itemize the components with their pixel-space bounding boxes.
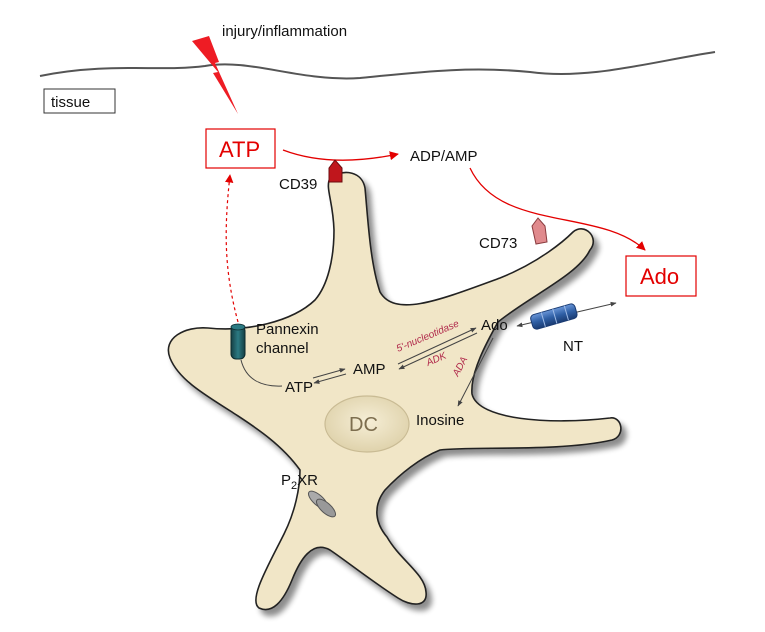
adp-to-ado-arrow (469, 167, 646, 251)
extracellular-ado-box (625, 255, 697, 297)
pannexin-label-line2: channel (256, 340, 309, 357)
pannexin-label-line1: Pannexin (256, 321, 319, 338)
p2xr-label: P2XR (281, 472, 318, 492)
inosine-label: Inosine (416, 412, 464, 429)
ado-to-inosine-arrow (457, 337, 494, 407)
cd39-receptor-icon (328, 159, 343, 183)
cd73-label: CD73 (479, 235, 517, 252)
pannexin-channel-icon (230, 325, 246, 360)
pannexin-atp-curve (240, 359, 283, 387)
extracellular-ado-label: Ado (640, 264, 679, 289)
atp-to-adp-arrow (282, 149, 399, 161)
injury-label: injury/inflammation (222, 23, 347, 40)
dc-nucleus (324, 395, 410, 453)
nt-transporter-icon (530, 303, 578, 330)
extracellular-atp-label: ATP (219, 137, 260, 162)
atp-to-amp-arrow (312, 368, 346, 379)
pannexin-to-atp-dashed-arrow (225, 174, 239, 323)
p2xr-label-rest: XR (297, 472, 318, 489)
cd39-label: CD39 (279, 176, 317, 193)
nt-label: NT (563, 338, 583, 355)
p2xr-label-main: P (281, 472, 291, 489)
dendritic-cell-body (167, 171, 622, 611)
intracellular-atp-label: ATP (285, 379, 313, 396)
lightning-bolt-icon (192, 36, 238, 114)
tissue-label: tissue (51, 94, 90, 111)
tissue-box (43, 88, 116, 114)
p2xr-receptor-icon (307, 490, 337, 518)
cd73-receptor-icon (531, 217, 548, 245)
pannexin-channel-top (230, 323, 246, 331)
extracellular-atp-box (205, 128, 276, 169)
intracellular-ado-label: Ado (481, 317, 508, 334)
amp-to-ado-arrow (397, 327, 477, 365)
ado-to-amp-arrow (398, 332, 478, 370)
dc-label: DC (349, 414, 378, 436)
tissue-boundary-line (39, 51, 716, 80)
adp-amp-label: ADP/AMP (410, 148, 478, 165)
p2xr-label-subscript: 2 (291, 480, 297, 492)
amp-to-atp-arrow (313, 373, 347, 384)
intracellular-amp-label: AMP (353, 361, 386, 378)
